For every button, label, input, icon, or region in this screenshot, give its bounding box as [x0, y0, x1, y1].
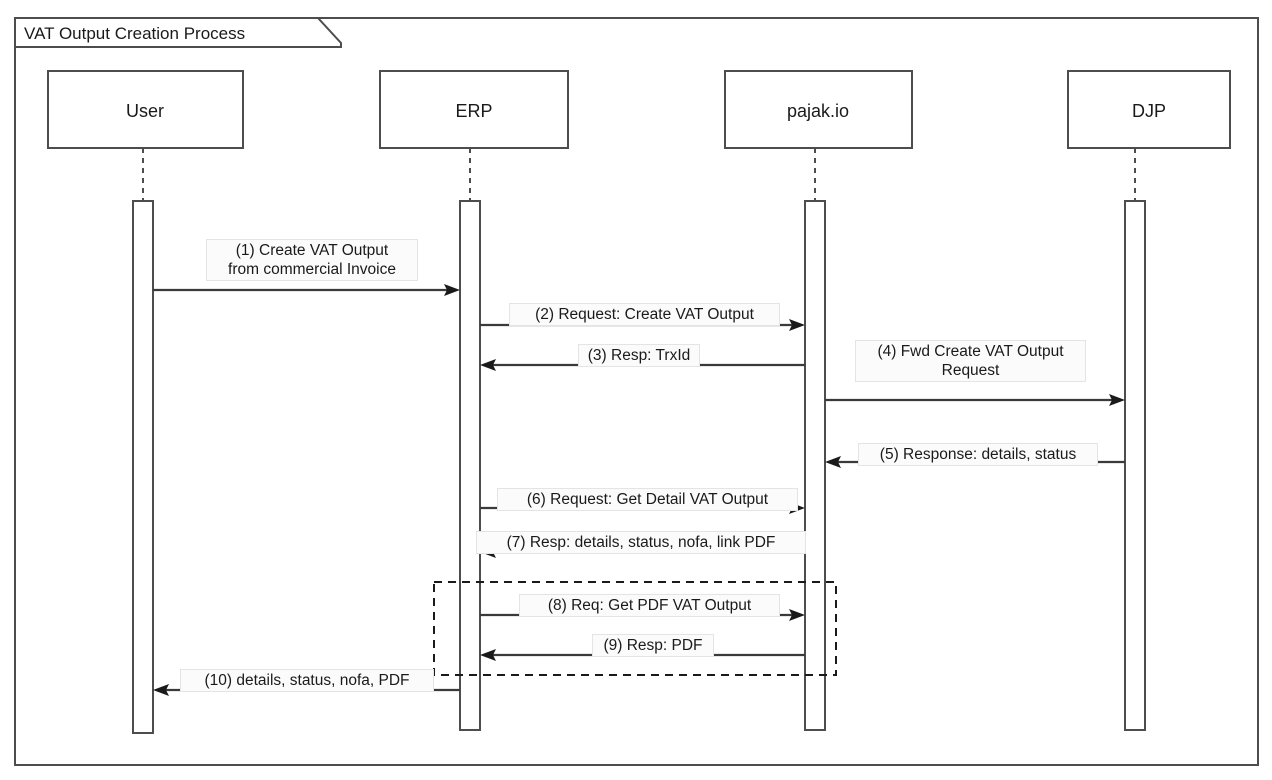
actor-box-pajak[interactable] [724, 70, 913, 149]
actor-box-user[interactable] [47, 70, 244, 149]
actor-label-pajak: pajak.io [787, 101, 849, 121]
frame-border [14, 17, 1259, 766]
message-label-7: (7) Resp: details, status, nofa, link PD… [476, 531, 806, 554]
activation-bar-erp [459, 200, 481, 731]
message-label-10: (10) details, status, nofa, PDF [180, 669, 434, 692]
lifeline-djp: DJP [1067, 70, 1231, 731]
message-label-3: (3) Resp: TrxId [578, 344, 700, 367]
message-label-8: (8) Req: Get PDF VAT Output [519, 594, 780, 617]
message-label-6: (6) Request: Get Detail VAT Output [497, 488, 798, 511]
pdf-fragment-box [433, 581, 837, 676]
message-arrow-4[interactable] [825, 394, 1125, 406]
lifeline-pajak: pajak.io [724, 70, 913, 731]
actor-label-erp: ERP [455, 101, 492, 121]
message-label-4: (4) Fwd Create VAT Output Request [855, 340, 1086, 382]
activation-bar-user [132, 200, 154, 734]
actor-label-user: User [126, 101, 164, 121]
message-label-9: (9) Resp: PDF [592, 634, 714, 657]
actor-box-erp[interactable] [379, 70, 569, 149]
message-label-1: (1) Create VAT Output from commercial In… [206, 239, 418, 281]
activation-bar-pajak [804, 200, 826, 731]
actor-label-djp: DJP [1132, 101, 1166, 121]
frame-title-text: VAT Output Creation Process [24, 24, 245, 43]
lifeline-erp: ERP [379, 70, 569, 731]
activation-bar-djp [1124, 200, 1146, 731]
diagram-frame: VAT Output Creation Process [14, 17, 1259, 766]
frame-title-tab [14, 17, 342, 48]
lifeline-user: User [47, 70, 244, 734]
message-label-2: (2) Request: Create VAT Output [509, 303, 780, 326]
actor-box-djp[interactable] [1067, 70, 1231, 149]
message-label-5: (5) Response: details, status [858, 443, 1098, 466]
message-arrow-1[interactable] [153, 284, 460, 296]
